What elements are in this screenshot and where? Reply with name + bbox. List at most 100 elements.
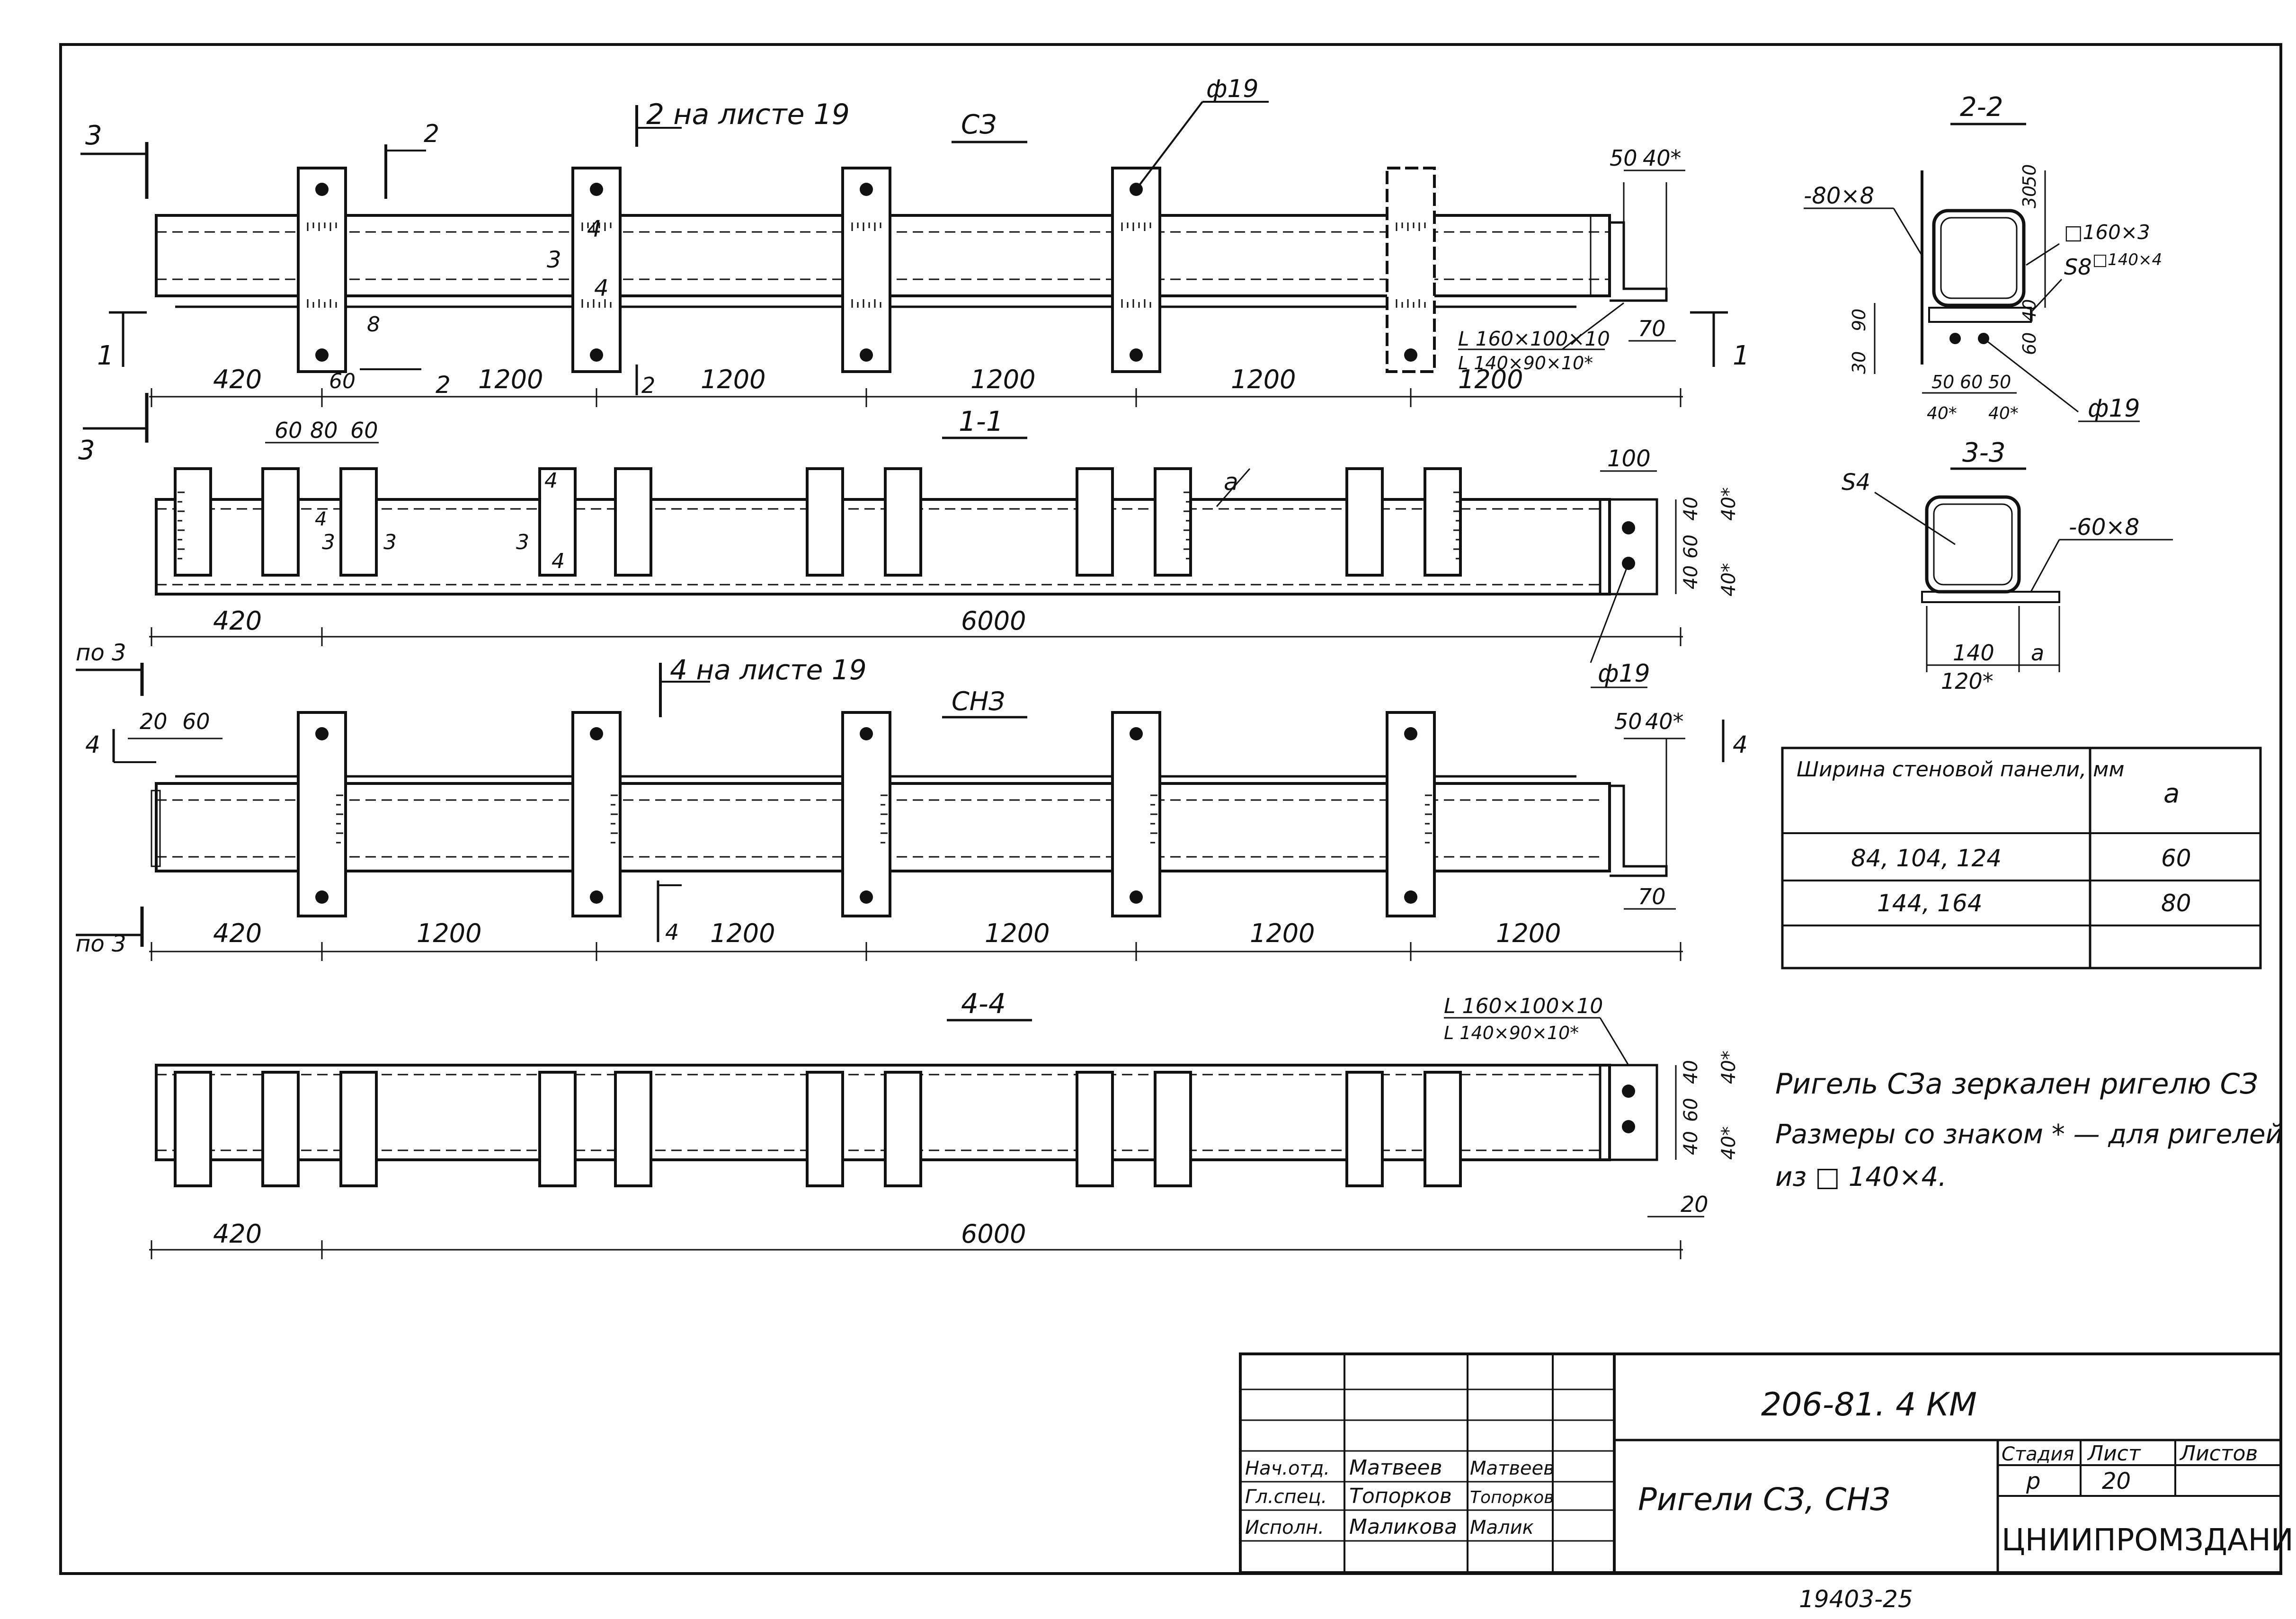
view-snz-end-dim-50: 50	[1614, 709, 1642, 734]
cut-mark-3-bottom: 3	[78, 435, 95, 466]
cut-mark-po3-top: по 3	[76, 640, 126, 666]
view-snz-top-dim-60: 60	[182, 709, 210, 734]
view-s44-right-dim-40: 40	[1680, 1060, 1702, 1084]
width-table-row-2-widths: 144, 164	[1877, 890, 1983, 917]
view-sz-dim-420: 420	[213, 365, 262, 394]
view-s22-dim-90: 90	[1849, 309, 1869, 331]
view-s11-mark-3c: 3	[383, 530, 397, 554]
view-snz-top-dim-20: 20	[140, 709, 168, 734]
view-snz-end-dim-40: 40*	[1645, 709, 1684, 734]
title-doc-code: 206-81. 4 КМ	[1761, 1386, 1977, 1423]
signer-sign-2: Топорков	[1470, 1488, 1554, 1507]
cut-mark-4-left: 4	[85, 731, 100, 758]
view-snz: СНЗ 4 на листе 19 20 60	[76, 640, 1748, 961]
view-s22-label-s8: S8	[2064, 254, 2091, 280]
view-sz-side-dim-70: 70	[1638, 316, 1666, 341]
signer-role-2: Гл.спец.	[1245, 1486, 1327, 1508]
note-mirror: Ригель СЗа зеркален ригелю СЗ	[1775, 1067, 2258, 1101]
view-s33-label-s4: S4	[1842, 469, 1870, 496]
view-sz-top-dim-40: 40*	[1643, 145, 1682, 171]
view-sz-dim-1200-3: 1200	[970, 365, 1035, 394]
view-s22-dim-60: 60	[2019, 332, 2040, 355]
view-s11-top-dim-60a: 60	[275, 418, 303, 443]
title-block: 206-81. 4 КМ Ригели СЗ, СНЗ Стадия Лист …	[1239, 1352, 2296, 1574]
mark-4-a: 4	[587, 216, 602, 242]
sheet-border	[59, 43, 2282, 1575]
cut-mark-4-right: 4	[1733, 731, 1748, 758]
view-s44-dim-6000: 6000	[961, 1219, 1026, 1249]
note-star-tube: из □ 140×4.	[1775, 1162, 1947, 1192]
mark-4-b: 4	[594, 275, 609, 302]
view-section-2-2: 2-2 -80×8 □160×3 S8 □140×4 ф19 50 30 30 …	[1804, 92, 2162, 423]
title-sheet-header: Лист	[2087, 1441, 2141, 1466]
plates-snz	[297, 711, 1436, 917]
title-sheets-header: Листов	[2179, 1441, 2258, 1466]
view-s33-dim-140: 140	[1953, 640, 1994, 666]
mark-3-a: 3	[547, 247, 561, 273]
view-section-4-4: 4-4 L 160×100×10 L 140×90×10* 40 60 40	[149, 987, 1740, 1259]
signer-name-3: Маликова	[1349, 1515, 1457, 1539]
view-s33-label-60x8: -60×8	[2069, 514, 2139, 541]
view-s22-dim-50b: 50	[1931, 372, 1954, 392]
cut-mark-1-right: 1	[1733, 340, 1750, 371]
mark-8: 8	[367, 312, 380, 337]
view-sz-angle-alt: L 140×90×10*	[1458, 353, 1593, 374]
signer-name-2: Топорков	[1349, 1484, 1452, 1508]
view-sz: СЗ 2 на листе 19	[78, 75, 1750, 466]
cut-mark-2-top: 2	[424, 120, 439, 148]
view-sz-top-dim-50: 50	[1610, 145, 1637, 171]
width-table-row-2-a: 80	[2161, 890, 2191, 917]
view-s11-top-dim-80: 80	[310, 418, 338, 443]
view-s22-dim-30a: 30	[2019, 186, 2040, 208]
width-table-row-1-widths: 84, 104, 124	[1851, 845, 2002, 872]
view-s33-title: 3-3	[1962, 437, 2005, 468]
view-s44-right-dim-60: 60	[1680, 1098, 1702, 1122]
view-s44-dim-420: 420	[213, 1219, 262, 1249]
view-snz-dim-1200-4: 1200	[1250, 918, 1315, 948]
view-s44-right-dim-40s-a: 40*	[1718, 1050, 1740, 1084]
signer-sign-1: Матвеев	[1470, 1458, 1555, 1479]
view-sz-hole-label: ф19	[1206, 75, 1259, 103]
view-s22-dim-30b: 30	[1849, 351, 1869, 374]
view-sz-ref-note: 2 на листе 19	[646, 98, 850, 131]
view-s11-mark-4c: 4	[315, 508, 327, 530]
view-sz-dim-1200-5: 1200	[1458, 365, 1523, 394]
beam-s44	[155, 1064, 1611, 1161]
view-s22-dim-40: 40	[2019, 299, 2040, 322]
view-s22-title: 2-2	[1960, 92, 2003, 123]
angle-snz	[1610, 784, 1668, 877]
view-sz-dim-1200-2: 1200	[701, 365, 765, 394]
view-s11-right-dim-40b: 40	[1680, 565, 1702, 589]
view-s22-dim-50c: 50	[1988, 372, 2011, 392]
width-table-header-widths: Ширина стеновой панели, мм	[1797, 757, 2125, 782]
view-section-1-1: 1-1 60 80 60 4 3	[149, 405, 1740, 688]
angle-sz	[1610, 221, 1668, 302]
cut-mark-3-top: 3	[85, 120, 102, 151]
view-s44-right-dim-40b: 40	[1680, 1131, 1702, 1155]
view-snz-ref-note: 4 на листе 19	[670, 654, 867, 686]
plates-sz	[297, 167, 1436, 373]
view-s11-right-dim-60: 60	[1680, 534, 1702, 559]
view-snz-dim-420: 420	[213, 918, 262, 948]
view-snz-dim-1200-3: 1200	[985, 918, 1050, 948]
notes: Ригель СЗа зеркален ригелю СЗ Размеры со…	[1775, 1067, 2283, 1192]
title-sheet-value: 20	[2102, 1468, 2131, 1494]
view-s33-dim-120: 120*	[1941, 668, 1993, 694]
mark-2-b: 2	[641, 373, 655, 398]
view-sz-dim-1200-4: 1200	[1231, 365, 1296, 394]
view-s11-right-dim-40: 40	[1680, 497, 1702, 521]
view-snz-dim-1200-2: 1200	[710, 918, 775, 948]
view-snz-dim-1200-5: 1200	[1496, 918, 1561, 948]
title-sheet-title: Ригели СЗ, СНЗ	[1638, 1481, 1890, 1518]
width-table: Ширина стеновой панели, мм а 84, 104, 12…	[1781, 747, 2262, 970]
width-table-header-a: а	[2163, 778, 2180, 809]
view-sz-angle-main: L 160×100×10	[1458, 327, 1610, 350]
width-table-header-line: Ширина стеновой панели, мм	[1797, 757, 2125, 782]
plates-s11	[174, 467, 1462, 577]
view-s11-hole-label: ф19	[1598, 659, 1650, 688]
view-s11-end-dim-100: 100	[1607, 445, 1651, 472]
note-star: Размеры со знаком * — для ригелей	[1775, 1119, 2283, 1150]
view-s11-mark-3a: 3	[516, 530, 529, 554]
beam-s11	[155, 498, 1611, 596]
